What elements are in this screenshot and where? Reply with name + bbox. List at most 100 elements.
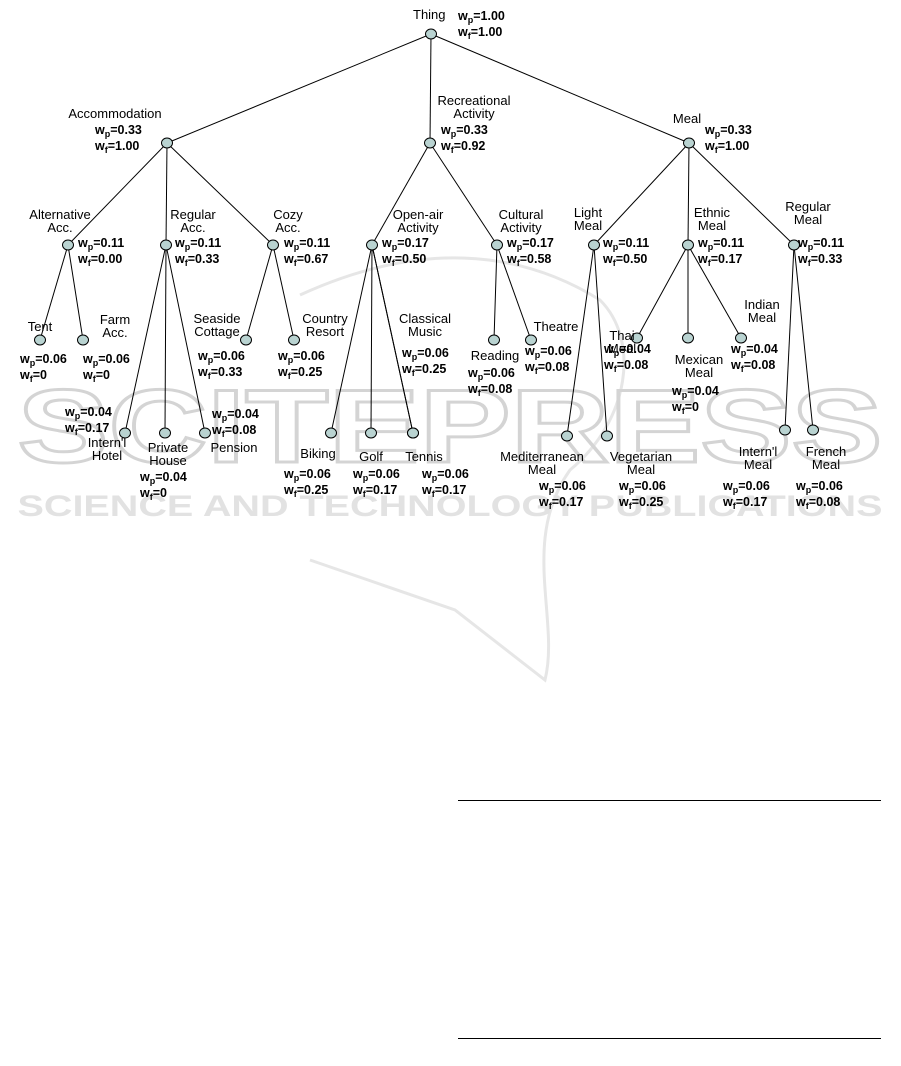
node-label-line: Intern'l: [739, 444, 778, 459]
node-label-line: Classical: [399, 311, 451, 326]
weight-equals: =: [211, 365, 218, 379]
weight-subscript: p: [222, 413, 228, 423]
weight-wp: wp=0.06: [19, 352, 67, 368]
weight-wf: wf=0.17: [697, 252, 742, 268]
weight-value: 0.06: [562, 479, 586, 493]
node-label-line: Resort: [306, 324, 345, 339]
weight-value: 0.08: [488, 382, 512, 396]
weight-wp: wp=0.06: [722, 479, 770, 495]
weight-subscript: f: [478, 388, 482, 398]
edge-thing-to-meal: [430, 33, 690, 144]
weight-equals: =: [483, 366, 490, 380]
node-marker: [735, 332, 747, 344]
weight-subscript: p: [432, 473, 438, 483]
node-label-line: Private: [148, 440, 188, 455]
node-marker: [424, 137, 436, 149]
weight-value: 0.06: [491, 366, 515, 380]
weight-symbol: w: [602, 252, 613, 266]
weight-equals: =: [80, 405, 87, 419]
weight-equals: =: [454, 139, 461, 153]
node-label-line: Indian: [744, 297, 779, 312]
weight-equals: =: [809, 495, 816, 509]
weight-value: 0.33: [728, 123, 752, 137]
node-label-line: Intern'l: [88, 435, 127, 450]
weight-symbol: w: [467, 382, 478, 396]
weight-equals: =: [190, 236, 197, 250]
weight-subscript: f: [185, 258, 189, 268]
weight-symbol: w: [506, 236, 517, 250]
node-label-line: Reading: [471, 348, 519, 363]
edge-light-meal-to-vegetarian-meal: [593, 244, 608, 437]
weight-equals: =: [746, 342, 753, 356]
node-marker: [631, 332, 643, 344]
node-label: Tent: [28, 319, 53, 334]
weight-wp: wp=0.11: [602, 236, 649, 252]
node-label-line: Light: [574, 205, 603, 220]
weight-value: 0: [40, 368, 47, 382]
weight-value: 0.08: [232, 423, 256, 437]
weight-equals: =: [397, 236, 404, 250]
node-label-line: Acc.: [47, 220, 72, 235]
node-label-line: Activity: [453, 106, 495, 121]
weight-value: 0.11: [821, 236, 845, 250]
node-label: Tennis: [405, 449, 443, 464]
edge-ethnic-meal-to-thai-meal: [636, 244, 689, 339]
weight-wf: wf=0: [139, 486, 167, 502]
weight-symbol: w: [722, 479, 733, 493]
weight-wp: wp=0.11: [697, 236, 744, 252]
weight-wf: wf=0: [82, 368, 110, 384]
weight-equals: =: [617, 358, 624, 372]
weight-wp: wp=0.04: [139, 470, 187, 486]
weight-value: 0: [103, 368, 110, 382]
weight-equals: =: [720, 123, 727, 137]
weight-equals: =: [713, 236, 720, 250]
edge-alternative-acc-to-farm-acc: [67, 244, 84, 341]
weight-value: 0.92: [461, 139, 485, 153]
weight-wf: wf=0.08: [211, 423, 256, 439]
weight-symbol: w: [401, 362, 412, 376]
weight-wf: wf=0.33: [197, 365, 242, 381]
weight-subscript: f: [733, 501, 737, 511]
edge-recreational-activity-to-open-air-activity: [371, 142, 431, 246]
weight-subscript: f: [412, 368, 416, 378]
weight-value: 0.06: [425, 346, 449, 360]
weight-wf: wf=0.33: [797, 252, 842, 268]
node-label-line: Meal: [794, 212, 822, 227]
weight-equals: =: [616, 252, 623, 266]
weight-subscript: p: [535, 350, 541, 360]
weight-equals: =: [811, 252, 818, 266]
node-label-line: Cultural: [499, 207, 544, 222]
weight-wf: wf=1.00: [94, 139, 139, 155]
weight-symbol: w: [730, 358, 741, 372]
weight-symbol: w: [457, 9, 468, 23]
weight-subscript: p: [715, 129, 721, 139]
weight-wp: wp=0.06: [352, 467, 400, 483]
watermark-title: SCITEPRESS: [18, 369, 883, 485]
weight-symbol: w: [602, 236, 613, 250]
weight-value: 0.04: [88, 405, 112, 419]
weight-symbol: w: [538, 479, 549, 493]
weight-subscript: p: [392, 242, 398, 252]
weight-symbol: w: [697, 252, 708, 266]
node-label-line: Hotel: [92, 448, 122, 463]
node-label-line: Pension: [211, 440, 258, 455]
weight-wp: wp=0.17: [506, 236, 554, 252]
weight-equals: =: [108, 139, 115, 153]
weight-symbol: w: [352, 467, 363, 481]
node-label-line: Cottage: [194, 324, 240, 339]
weight-value: 0.17: [743, 495, 767, 509]
node-label-line: Seaside: [194, 311, 241, 326]
node-marker: [325, 427, 337, 439]
weight-subscript: f: [150, 492, 154, 502]
